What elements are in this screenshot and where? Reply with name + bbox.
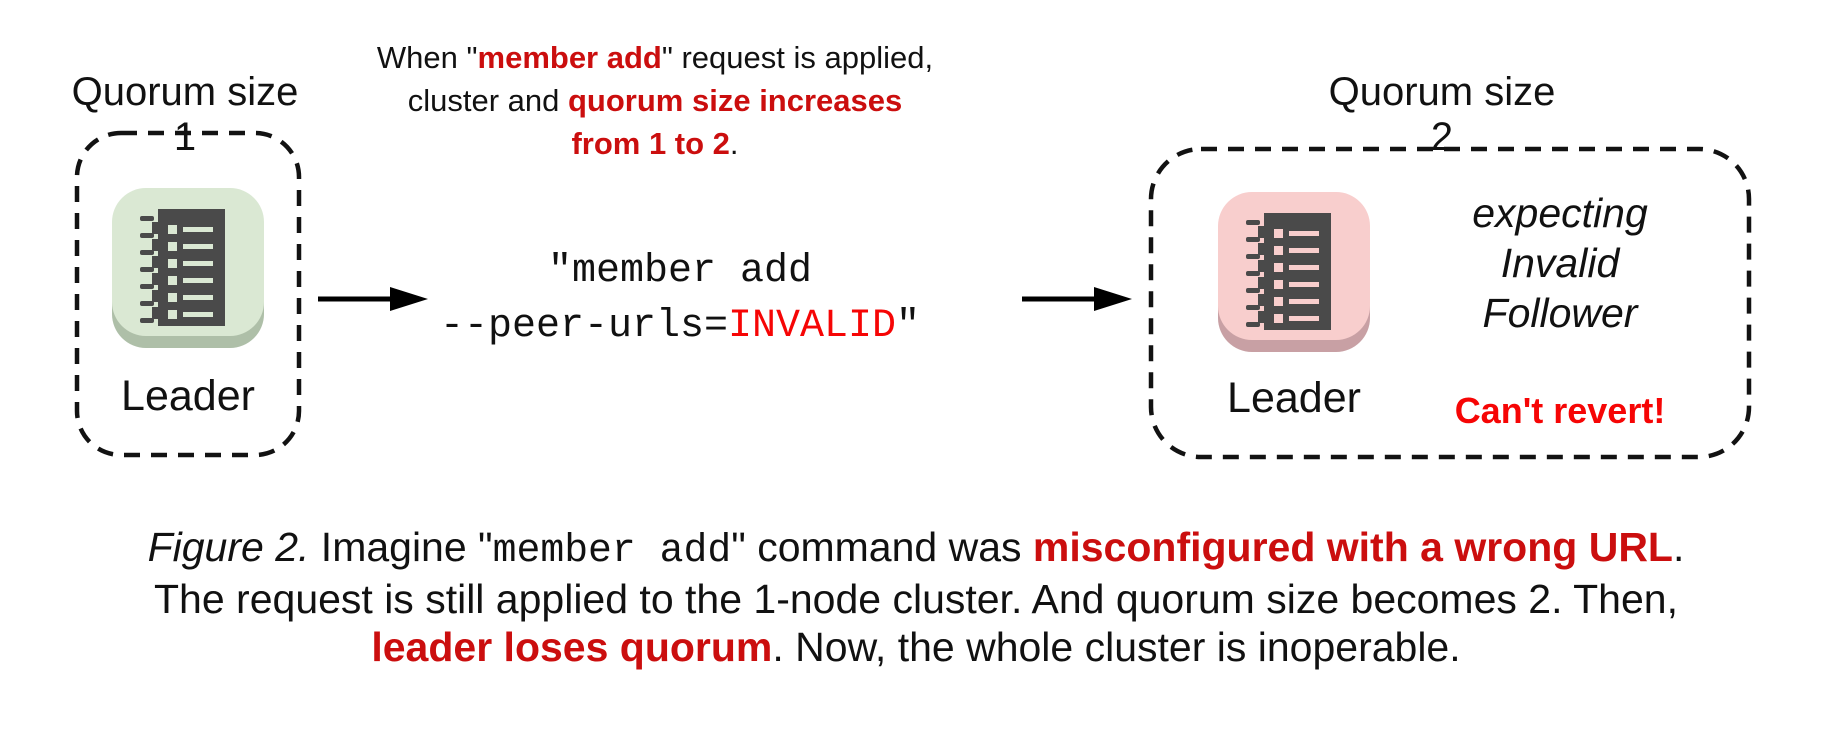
caption-line: leader loses quorum. Now, the whole clus… <box>371 624 1461 670</box>
annotation-line: cluster and quorum size increases <box>407 83 903 118</box>
annotation-line: When "member add" request is applied, <box>376 40 934 75</box>
figure-caption: Figure 2. Imagine "member add" command w… <box>0 523 1832 671</box>
leader-label-left: Leader <box>121 372 255 420</box>
right-arrow-icon <box>1022 287 1132 311</box>
annotation-text: When "member add" request is applied, cl… <box>340 36 970 165</box>
status-line: expecting <box>1472 190 1648 236</box>
caption-line: The request is still applied to the 1-no… <box>154 576 1678 622</box>
command-line: "member add <box>547 249 813 294</box>
annotation-line: from 1 to 2. <box>571 126 739 161</box>
etcd-server-ledger-icon <box>112 188 264 348</box>
follower-status-text: expecting Invalid Follower <box>1400 188 1720 338</box>
status-line: Invalid <box>1500 240 1620 286</box>
command-text: "member add --peer-urls=INVALID" <box>400 244 960 354</box>
cant-revert-warning: Can't revert! <box>1454 390 1666 431</box>
right-arrow-icon <box>318 287 428 311</box>
status-line: Follower <box>1482 290 1638 336</box>
dashed-cluster-boundary-right <box>1148 146 1752 460</box>
leader-label-right: Leader <box>1227 374 1361 422</box>
quorum-size-2-title: Quorum size 2 <box>1328 70 1556 159</box>
caption-line: Figure 2. Imagine "member add" command w… <box>147 524 1685 573</box>
command-line: --peer-urls=INVALID" <box>439 304 921 349</box>
quorum-size-1-title: Quorum size 1 <box>71 70 299 159</box>
dashed-cluster-boundary-left <box>74 130 302 458</box>
etcd-server-ledger-icon <box>1218 192 1370 352</box>
